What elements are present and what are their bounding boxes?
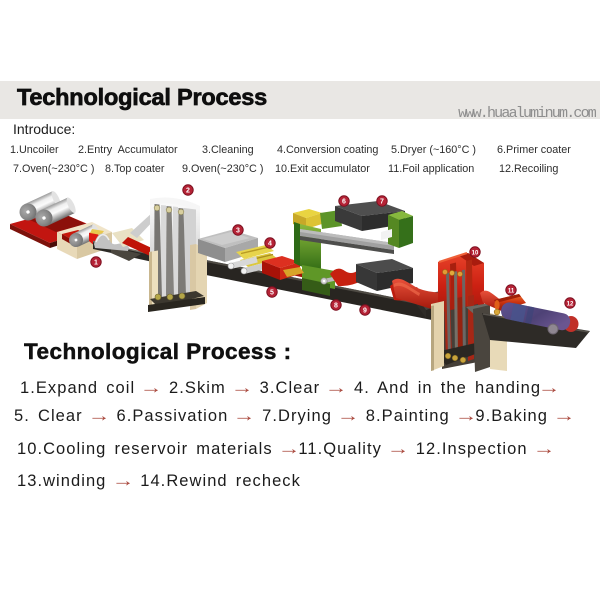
svg-text:10: 10 xyxy=(472,251,479,257)
svg-text:12: 12 xyxy=(567,302,574,308)
svg-text:1: 1 xyxy=(94,260,98,267)
svg-text:3: 3 xyxy=(236,228,240,235)
svg-text:6: 6 xyxy=(342,199,346,206)
svg-text:5: 5 xyxy=(270,290,274,297)
svg-text:9: 9 xyxy=(363,308,367,315)
svg-text:11: 11 xyxy=(508,289,515,295)
svg-text:2: 2 xyxy=(186,188,190,195)
svg-text:8: 8 xyxy=(334,303,338,310)
svg-text:7: 7 xyxy=(380,199,384,206)
svg-text:4: 4 xyxy=(268,241,272,248)
